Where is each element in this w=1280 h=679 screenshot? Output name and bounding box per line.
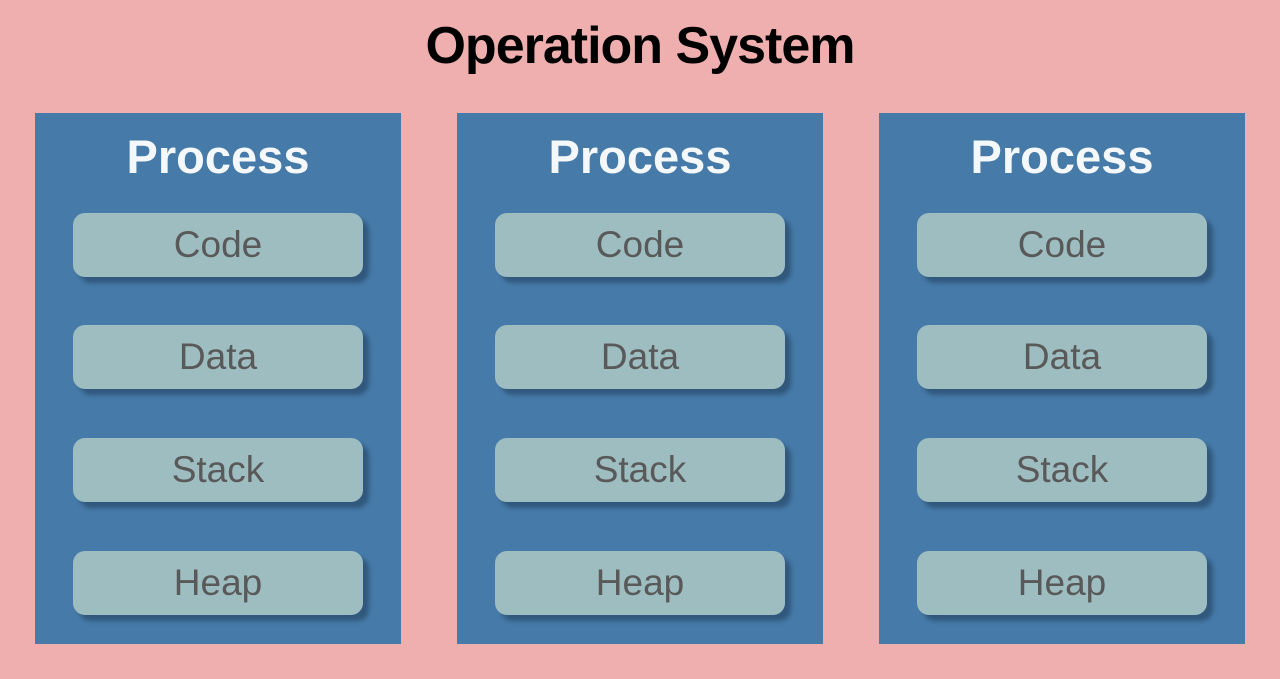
process-box-3: Process Code Data Stack Heap: [879, 113, 1245, 644]
segment-box-stack: Stack: [495, 438, 785, 502]
segment-box-stack: Stack: [73, 438, 363, 502]
segment-label: Data: [600, 336, 680, 377]
segment-label: Code: [595, 224, 685, 265]
process-box-1: Process Code Data Stack Heap: [35, 113, 401, 644]
process-title: Process: [970, 130, 1154, 183]
segment-box-data: Data: [917, 325, 1207, 389]
segment-label: Heap: [173, 562, 263, 603]
segment-box-code: Code: [917, 213, 1207, 277]
segment-label: Code: [173, 224, 263, 265]
segment-label: Heap: [595, 562, 685, 603]
segment-label: Stack: [171, 449, 265, 490]
segment-label: Heap: [1017, 562, 1107, 603]
segment-box-code: Code: [495, 213, 785, 277]
segment-box-data: Data: [73, 325, 363, 389]
process-boxes-row: Process Code Data Stack Heap Process Cod…: [35, 113, 1245, 644]
diagram-title: Operation System: [425, 17, 855, 75]
segment-box-code: Code: [73, 213, 363, 277]
segment-box-data: Data: [495, 325, 785, 389]
segment-label: Code: [1017, 224, 1107, 265]
segment-label: Stack: [593, 449, 687, 490]
segment-box-heap: Heap: [917, 551, 1207, 615]
process-title: Process: [126, 130, 310, 183]
segment-box-stack: Stack: [917, 438, 1207, 502]
segment-label: Data: [178, 336, 258, 377]
segment-box-heap: Heap: [495, 551, 785, 615]
segment-label: Stack: [1015, 449, 1109, 490]
process-box-2: Process Code Data Stack Heap: [457, 113, 823, 644]
process-title: Process: [548, 130, 732, 183]
segment-label: Data: [1022, 336, 1102, 377]
segment-box-heap: Heap: [73, 551, 363, 615]
